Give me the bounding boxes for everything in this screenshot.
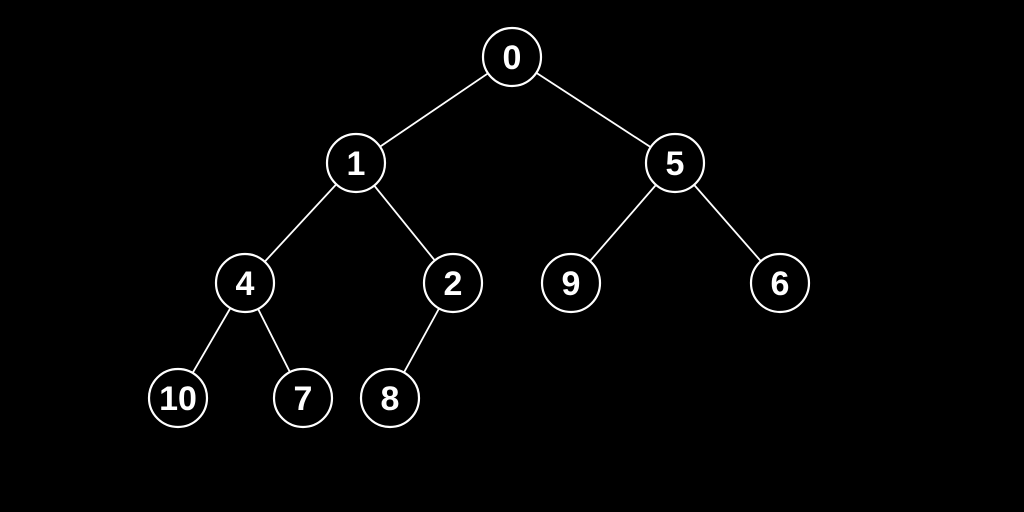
tree-node-circle-9 [540,252,602,314]
tree-node-label-2: 2 [444,265,463,303]
tree-node-label-1: 1 [347,145,366,183]
tree-node-circle-2 [422,252,484,314]
tree-node-circle-4 [214,252,276,314]
tree-node-0: 0 [481,26,543,88]
tree-node-circle-1 [325,132,387,194]
tree-node-10: 10 [147,367,209,429]
tree-node-label-9: 9 [562,265,581,303]
tree-edge-0-1 [355,56,513,164]
tree-node-label-8: 8 [381,380,400,418]
tree-node-label-0: 0 [503,39,522,77]
tree-node-label-7: 7 [294,380,313,418]
tree-node-label-6: 6 [771,265,790,303]
tree-node-circle-5 [644,132,706,194]
tree-node-4: 4 [214,252,276,314]
tree-node-6: 6 [749,252,811,314]
tree-node-9: 9 [540,252,602,314]
tree-node-5: 5 [644,132,706,194]
tree-edge-0-5 [511,56,676,164]
tree-node-circle-0 [481,26,543,88]
tree-node-label-10: 10 [159,380,197,418]
tree-node-circle-7 [272,367,334,429]
tree-node-8: 8 [359,367,421,429]
tree-node-circle-10 [147,367,209,429]
tree-node-2: 2 [422,252,484,314]
nodes-layer: 0 1 5 4 2 9 6 10 7 8 [147,26,811,429]
tree-node-label-5: 5 [666,145,685,183]
tree-node-circle-8 [359,367,421,429]
tree-node-circle-6 [749,252,811,314]
tree-node-7: 7 [272,367,334,429]
tree-node-1: 1 [325,132,387,194]
tree-node-label-4: 4 [236,265,255,303]
